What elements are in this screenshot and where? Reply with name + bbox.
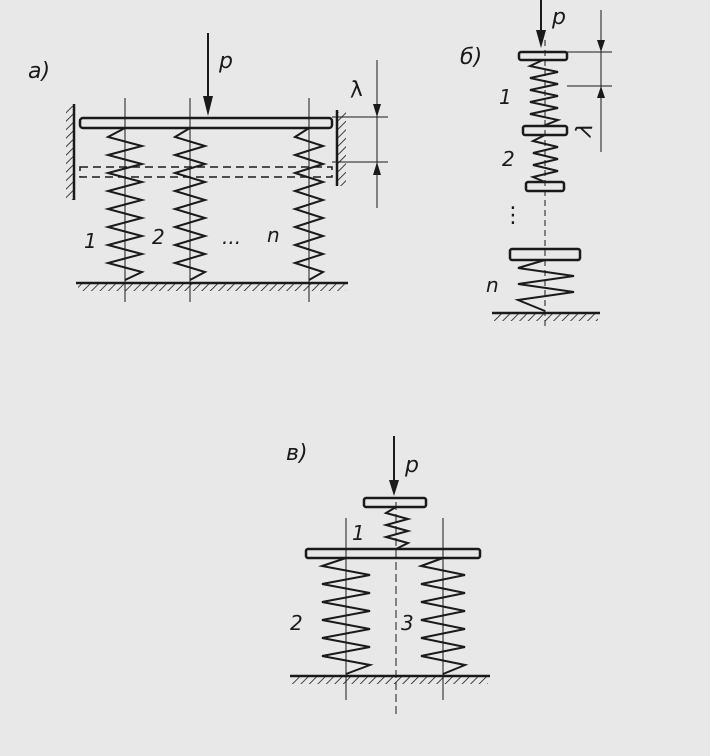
panel-b-spring-n (514, 259, 575, 312)
panel-c-tag: в) (286, 441, 308, 466)
panel-b-spring-n-label: n (486, 273, 499, 297)
panel-b-ground (492, 311, 600, 321)
panel-a-ellipsis: ... (222, 225, 241, 249)
panel-a-load-label: p (218, 49, 233, 74)
panel-a-left-wall (66, 104, 76, 200)
panel-a-spring-n (291, 127, 327, 281)
panel-c-load-arrow (389, 436, 399, 496)
panel-b-spring-1 (526, 59, 562, 127)
panel-c-top-plate (362, 496, 428, 509)
panel-b-plate-1 (517, 50, 569, 62)
panel-a: a) (28, 33, 388, 302)
panel-c-spring-2 (318, 557, 374, 675)
panel-c-spring-3-label: 3 (401, 611, 414, 635)
panel-a-right-wall (335, 110, 346, 186)
panel-a-deflection-dimension (332, 60, 388, 208)
panel-b-load-label: p (551, 5, 566, 30)
panel-b-tag: б) (460, 45, 482, 70)
panel-b-spring-2 (529, 134, 559, 183)
panel-a-spring-2 (171, 127, 209, 281)
panel-b-load-arrow (536, 0, 546, 48)
panel-a-spring-1-label: 1 (84, 229, 97, 253)
panel-b-plate-3 (524, 180, 566, 193)
panel-c-main-plate (304, 547, 482, 560)
panel-a-tag: a) (28, 59, 50, 84)
panel-a-spring-n-label: n (267, 223, 280, 247)
panel-b-spring-1-label: 1 (499, 85, 512, 109)
panel-a-deflection-label: λ (347, 77, 365, 104)
panel-b: б) p ⋮ (460, 0, 612, 330)
panel-b-deflection-label: λ (572, 121, 599, 139)
panel-c-ground (290, 674, 490, 684)
panel-a-spring-1 (104, 127, 146, 281)
panel-b-spring-2-label: 2 (502, 147, 515, 171)
panel-a-spring-2-label: 2 (152, 225, 165, 249)
panel-c: в) p 1 2 3 (286, 436, 490, 716)
panel-c-spring-2-label: 2 (290, 611, 303, 635)
panel-c-spring-1 (382, 506, 412, 550)
panel-c-load-label: p (404, 453, 419, 478)
panel-a-plate (78, 116, 334, 130)
panel-a-ground (76, 281, 348, 291)
panel-a-load-arrow (203, 33, 213, 116)
panel-b-deflection-dimension (567, 10, 612, 152)
panel-c-spring-1-label: 1 (352, 521, 365, 545)
panel-c-spring-3 (417, 557, 469, 675)
panel-b-ellipsis: ⋮ (502, 203, 524, 228)
